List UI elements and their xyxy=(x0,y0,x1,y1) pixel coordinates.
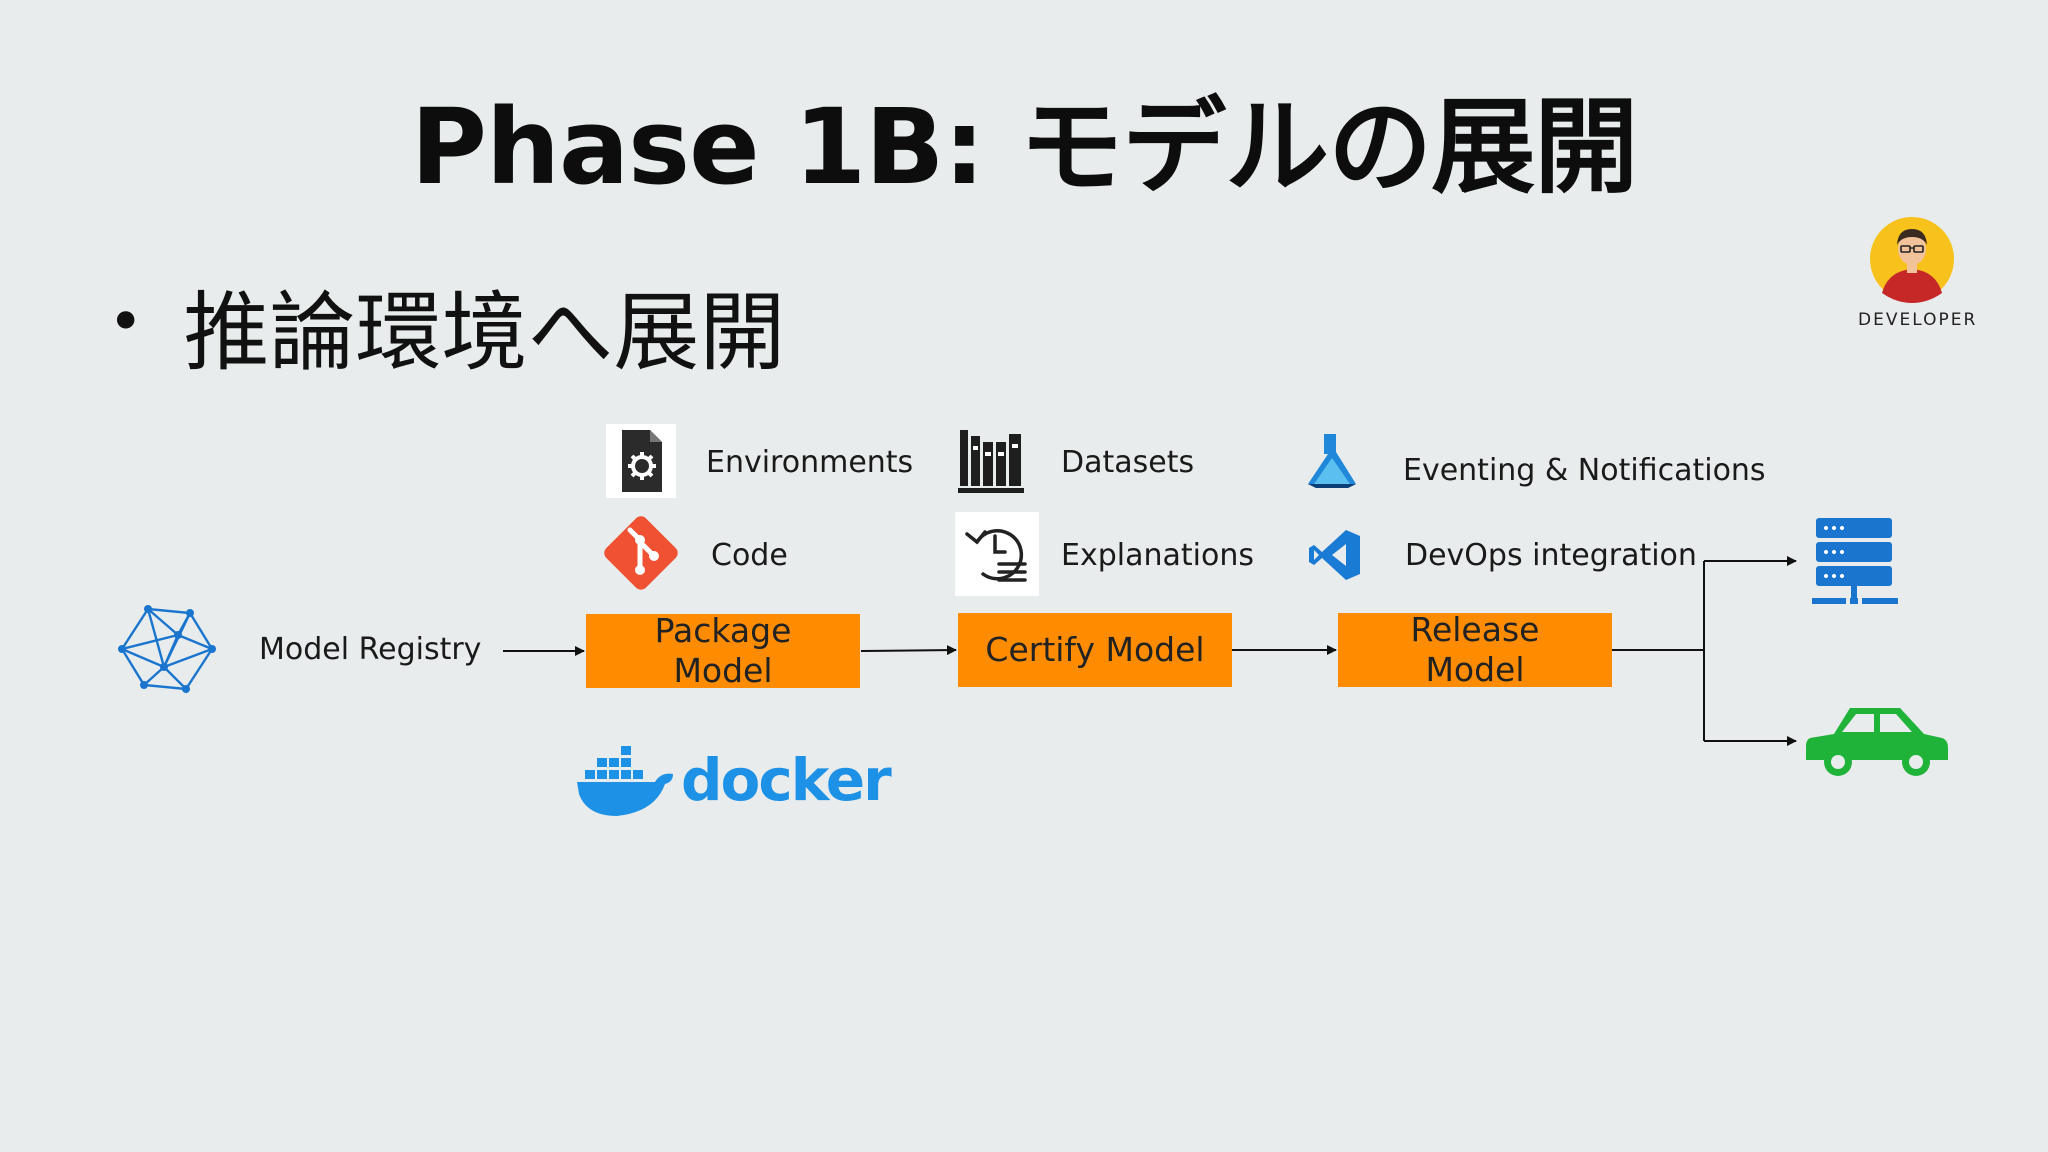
bullet-point: • 推論環境へ展開 xyxy=(108,262,785,387)
docker-wordmark: docker xyxy=(681,746,892,814)
server-target xyxy=(1810,516,1902,612)
eventing-icon-wrap xyxy=(1302,432,1362,494)
history-list-icon xyxy=(965,529,1027,582)
release-model-line1: Release xyxy=(1410,610,1540,649)
release-model-step: Release Model xyxy=(1338,610,1612,689)
datasets-icon-wrap xyxy=(958,428,1024,498)
document-gear-icon xyxy=(622,430,662,492)
environments-label: Environments xyxy=(706,445,914,480)
azure-ml-flask-icon xyxy=(1308,434,1356,488)
explanations-label: Explanations xyxy=(1061,538,1254,573)
package-model-line1: Package xyxy=(654,611,792,650)
environments-icon-wrap xyxy=(606,424,676,498)
certify-model-label: Certify Model xyxy=(985,630,1205,669)
network-mesh-icon xyxy=(118,605,216,693)
developer-avatar xyxy=(1868,215,1956,303)
page-title: Phase 1B: モデルの展開 xyxy=(410,86,1639,208)
git-icon xyxy=(604,516,678,590)
code-icon-wrap xyxy=(600,512,682,598)
certify-model-step: Certify Model xyxy=(958,613,1232,687)
eventing-label: Eventing & Notifications xyxy=(1403,453,1766,488)
bullet-dot: • xyxy=(108,287,144,357)
developer-icon xyxy=(1870,217,1954,303)
devops-label: DevOps integration xyxy=(1405,538,1697,573)
devops-icon-wrap xyxy=(1308,528,1362,586)
arrow-package-to-certify xyxy=(860,645,957,656)
explanations-icon-wrap xyxy=(955,512,1039,596)
code-label: Code xyxy=(711,538,788,573)
release-model-line2: Model xyxy=(1425,650,1525,689)
books-icon xyxy=(958,430,1024,493)
vscode-icon xyxy=(1309,530,1360,580)
car-target xyxy=(1804,702,1948,786)
model-registry-label: Model Registry xyxy=(259,632,482,667)
model-registry-icon-wrap xyxy=(118,605,216,697)
package-model-line2: Model xyxy=(673,651,773,690)
server-icon xyxy=(1812,518,1898,604)
docker-whale-icon xyxy=(577,746,673,816)
package-model-step: Package Model xyxy=(586,611,860,690)
datasets-label: Datasets xyxy=(1061,445,1195,480)
car-icon xyxy=(1806,708,1948,776)
bullet-text: 推論環境へ展開 xyxy=(183,283,786,383)
developer-label: DEVELOPER xyxy=(1858,310,1978,330)
